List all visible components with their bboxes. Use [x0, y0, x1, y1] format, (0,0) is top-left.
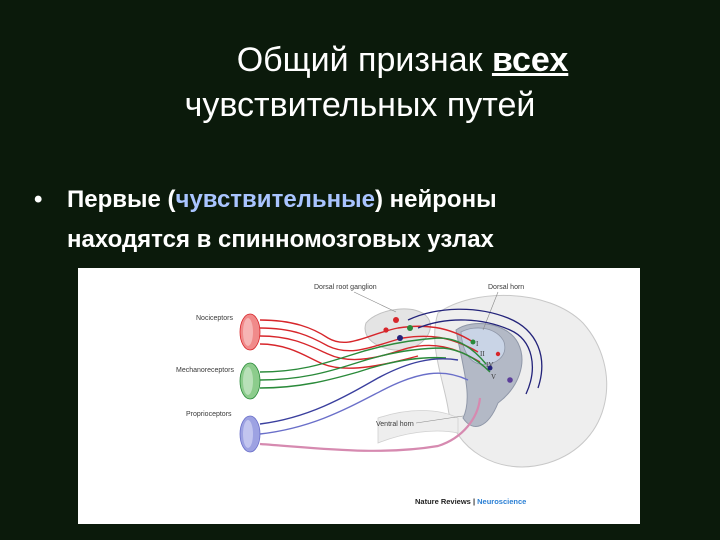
- label-mechanoreceptors: Mechanoreceptors: [176, 367, 234, 374]
- credit-journal: Nature Reviews: [415, 497, 471, 506]
- mechanoreceptor-fibers: [259, 337, 491, 389]
- title-emphasis: всех: [491, 41, 569, 79]
- ventral-root-shape: [377, 410, 459, 444]
- spinal-cord-outline: [434, 294, 608, 468]
- title-text: Общий признак: [236, 41, 492, 79]
- label-ventral-horn: Ventral horn: [376, 421, 414, 428]
- bullet-text-pre: Первые (: [67, 186, 176, 213]
- mechanoreceptor-endings: [239, 362, 261, 400]
- leader-ventral-horn: [415, 415, 464, 424]
- dorsal-axons: [407, 308, 543, 395]
- bullet-point: • Первые (чувствительные) нейроны находя…: [34, 180, 694, 260]
- label-lamina-1: I: [476, 340, 479, 348]
- label-proprioceptors: Proprioceptors: [186, 411, 232, 418]
- bullet-marker: •: [34, 186, 43, 213]
- label-dorsal-root-ganglion: Dorsal root ganglion: [314, 284, 377, 291]
- figure-canvas: Dorsal root ganglion Dorsal horn Nocicep…: [176, 284, 608, 506]
- dorsal-horn-neurons: [470, 339, 513, 383]
- label-nociceptors: Nociceptors: [196, 315, 233, 322]
- sensory-pathway-figure: Dorsal root ganglion Dorsal horn Nocicep…: [78, 268, 640, 524]
- label-lamina-2: II: [480, 350, 485, 358]
- slide-title: Общий признак всех чувствительных путей: [0, 38, 720, 128]
- title-line-2: чувствительных путей: [184, 86, 536, 124]
- leader-dorsal-root-ganglion: [353, 291, 397, 313]
- proprioceptor-fibers: [259, 358, 482, 452]
- bullet-text-post: ) нейроны: [375, 186, 497, 213]
- credit-section: Neuroscience: [477, 497, 526, 506]
- bullet-line-1: Первые (чувствительные) нейроны: [34, 180, 694, 220]
- label-dorsal-horn: Dorsal horn: [488, 284, 524, 291]
- credit-separator: |: [471, 497, 477, 506]
- nociceptor-endings: [239, 313, 261, 351]
- label-lamina-5: V: [491, 373, 496, 381]
- title-line-1: Общий признак всех: [0, 38, 720, 83]
- figure-credit: Nature Reviews | Neuroscience: [415, 497, 526, 506]
- label-lamina-4: IV: [486, 361, 493, 369]
- proprioceptor-endings: [239, 415, 261, 453]
- leader-dorsal-horn: [482, 291, 499, 331]
- dorsal-horn-region: [460, 327, 506, 365]
- bullet-highlight: чувствительные: [175, 186, 376, 213]
- ganglion-cell-bodies: [383, 317, 413, 341]
- bullet-line-2: находятся в спинномозговых узлах: [67, 226, 494, 253]
